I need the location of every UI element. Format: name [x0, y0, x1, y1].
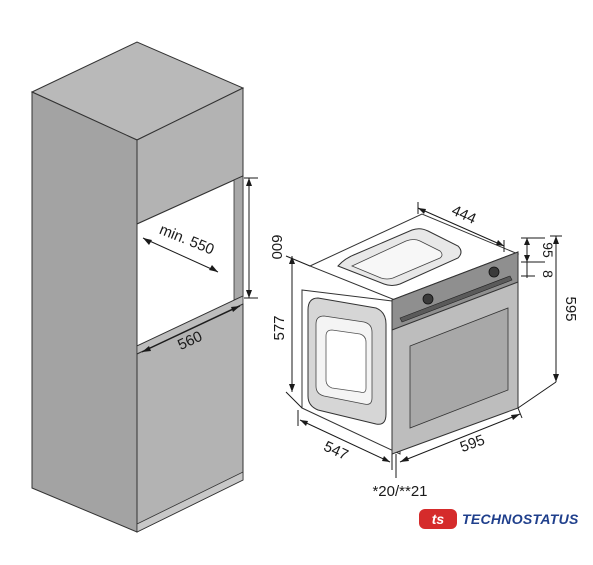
niche-right-wall	[233, 175, 244, 301]
oven	[301, 213, 520, 455]
cabinet-plinth	[136, 471, 244, 533]
oven-knob-left	[422, 293, 434, 305]
brand-name: TECHNOSTATUS	[462, 511, 579, 527]
brand-logo: ts TECHNOSTATUS	[419, 509, 579, 529]
oven-height-right-label: 595	[562, 296, 579, 321]
svg-text:ts: ts	[432, 511, 445, 527]
oven-height-left-label: 577	[271, 315, 288, 340]
oven-width-bottom-label: 595	[458, 432, 487, 457]
cabinet	[30, 41, 245, 533]
oven-dimension-95-8: 95 8	[521, 237, 556, 278]
oven-dimension-595-height: 595	[517, 235, 579, 409]
oven-door-window	[409, 307, 509, 429]
brand-logo-icon	[419, 509, 457, 529]
cabinet-height-label: 600	[268, 234, 285, 259]
cabinet-dimension-600: 600	[244, 177, 285, 299]
oven-door-handle	[399, 275, 513, 323]
oven-footnote: *20/**21	[372, 483, 427, 500]
oven-dimension-577: 577	[271, 255, 311, 409]
cabinet-left-face	[31, 91, 138, 533]
oven-panel-label-8: 8	[540, 270, 556, 278]
oven-knob-right	[488, 266, 500, 278]
oven-panel-label-95: 95	[540, 242, 556, 258]
